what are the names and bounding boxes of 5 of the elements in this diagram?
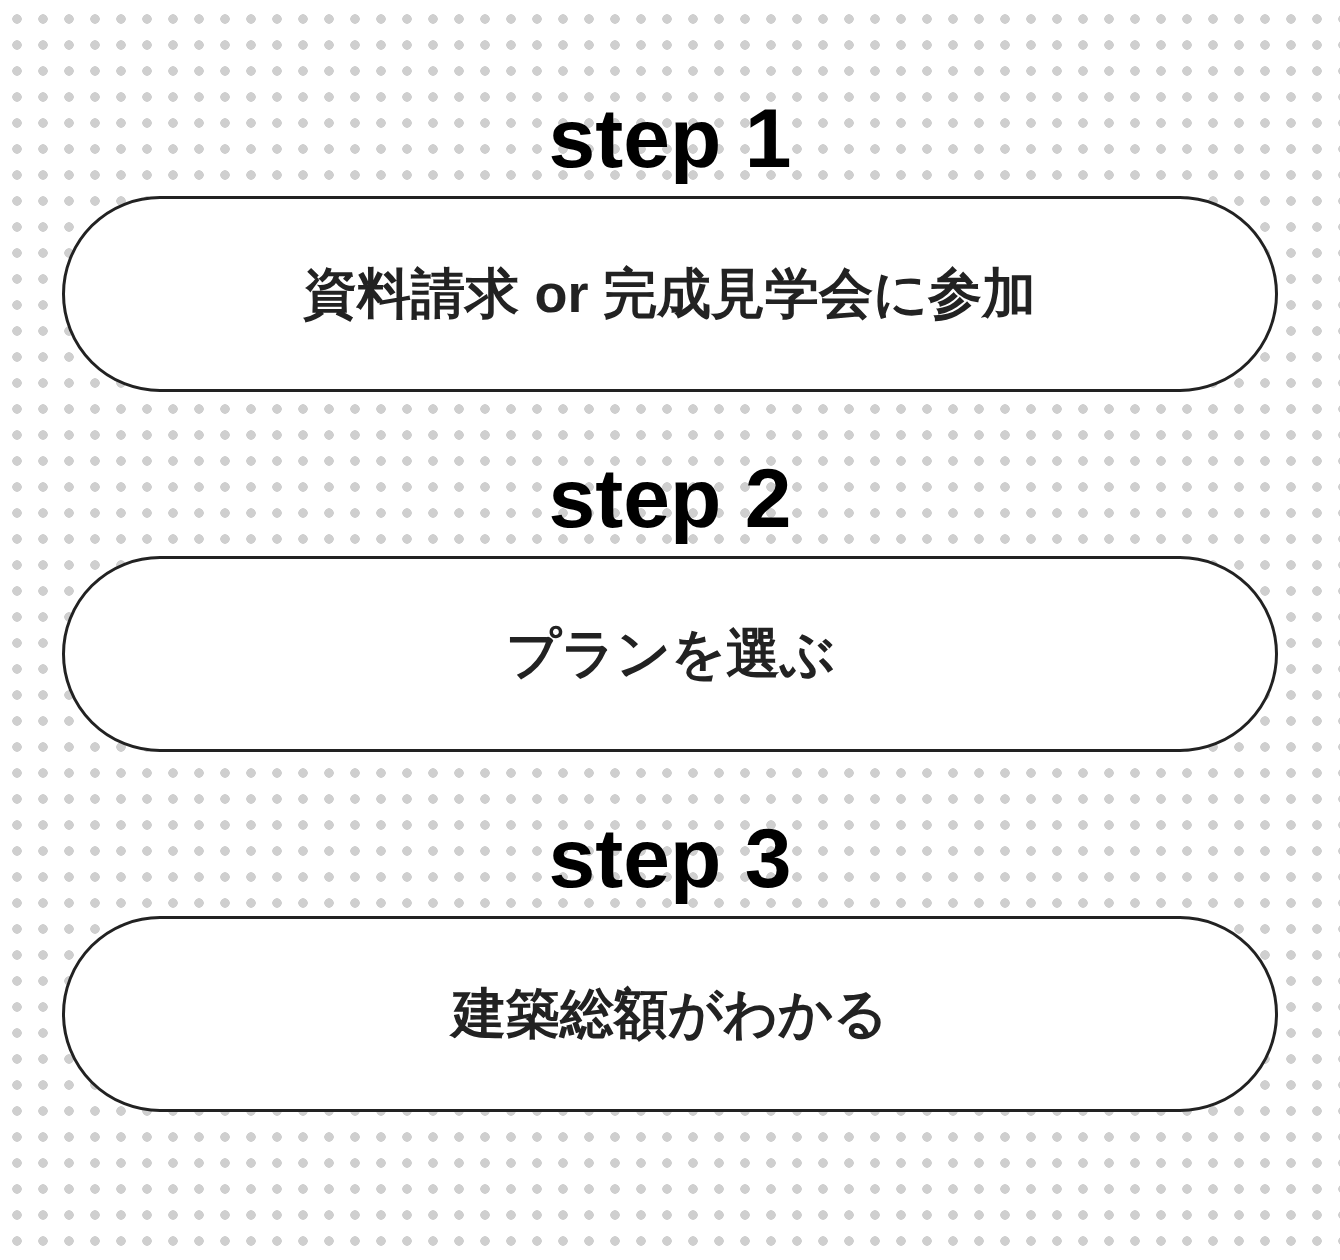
- step-heading: step 3: [548, 810, 792, 906]
- step-label: プランを選ぶ: [505, 621, 835, 685]
- step-heading: step 1: [548, 90, 792, 186]
- step-label: 資料請求 or 完成見学会に参加: [303, 261, 1037, 325]
- step-heading: step 2: [548, 450, 792, 546]
